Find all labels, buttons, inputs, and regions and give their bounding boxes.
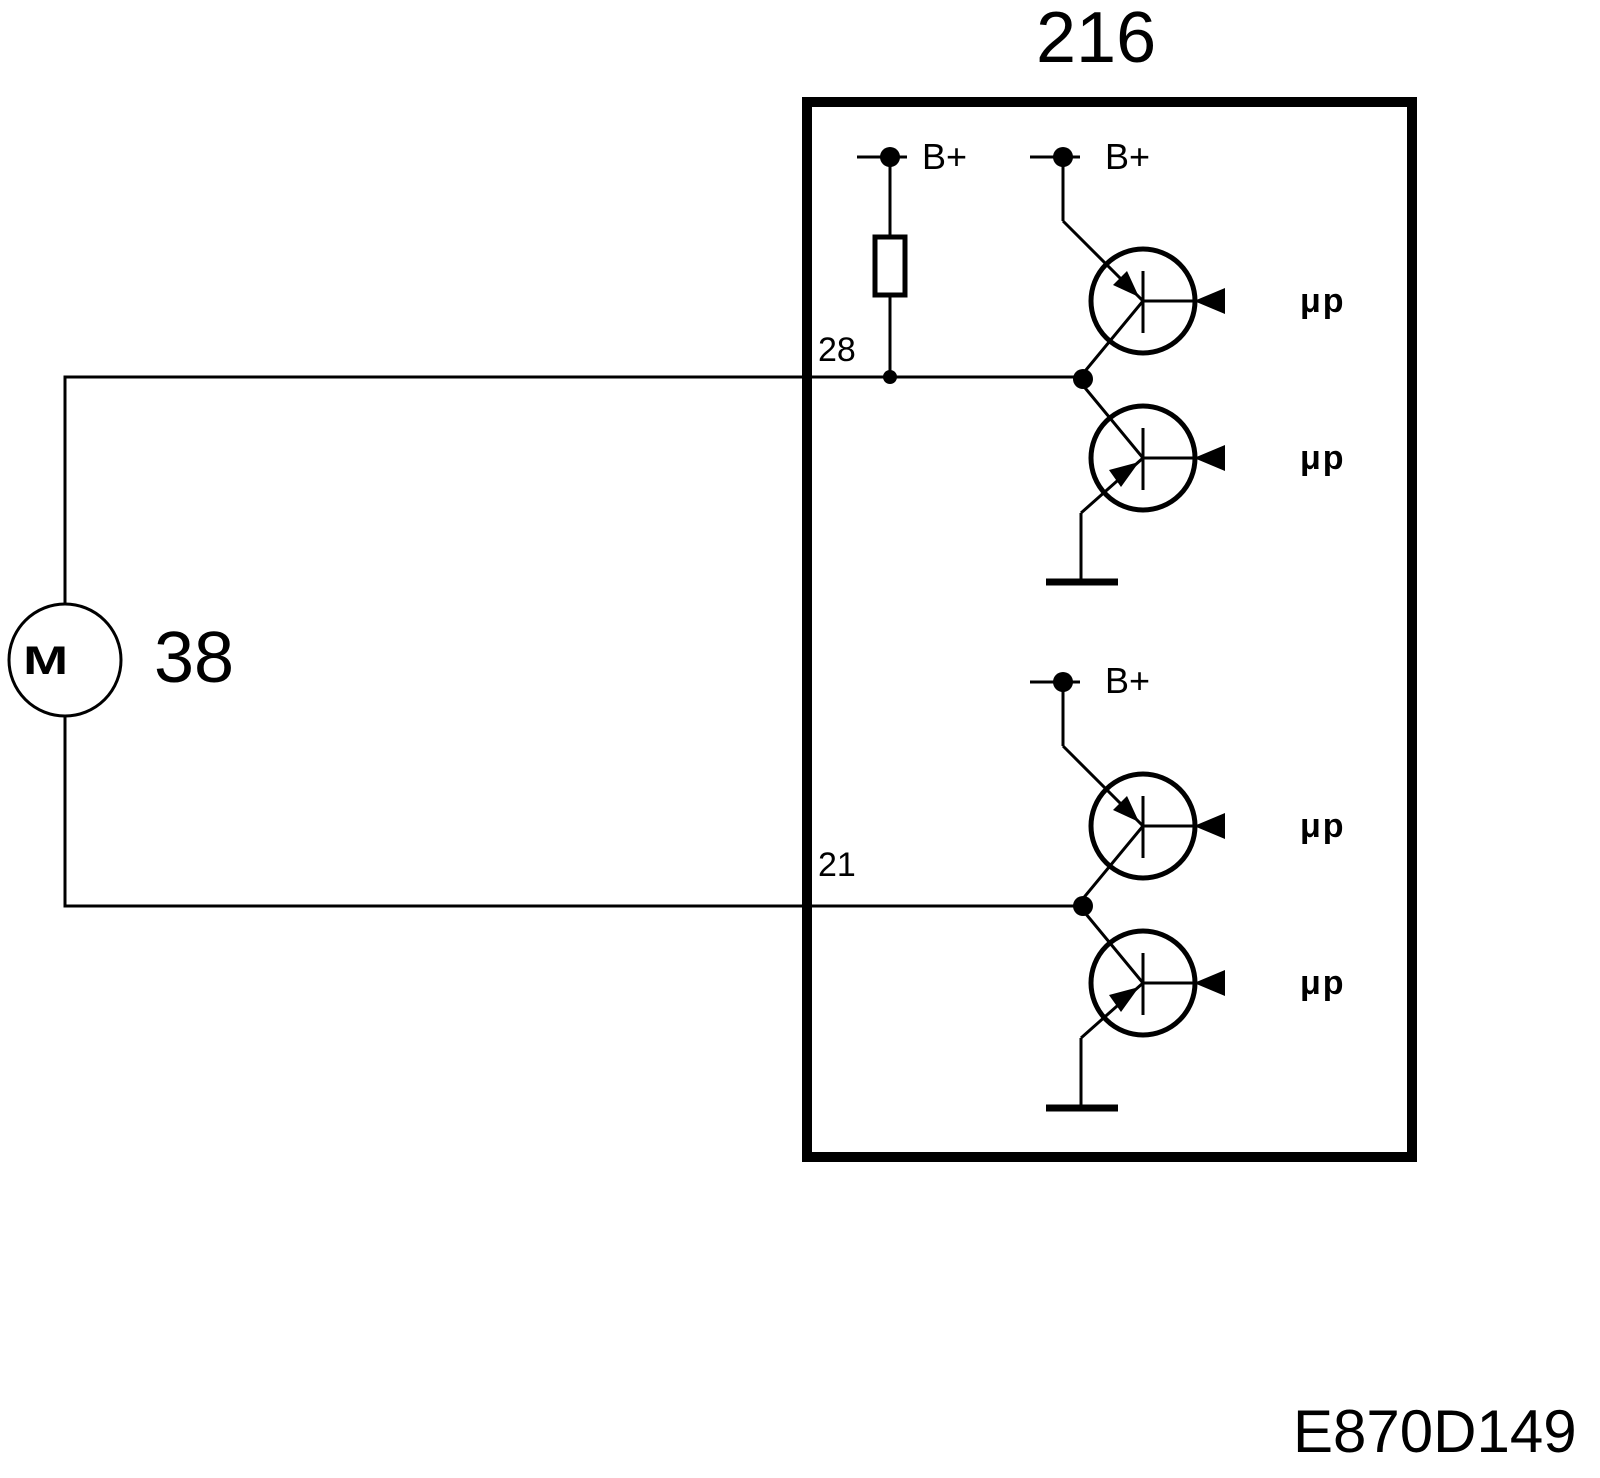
module-label: 216 (1036, 0, 1157, 78)
node-junction-upper (1073, 369, 1093, 389)
transistor-1 (1063, 221, 1225, 376)
motor-symbol (7, 602, 123, 718)
wire-top (63, 375, 1083, 605)
motor-label: 38 (154, 618, 235, 698)
supply-label-1: B+ (922, 136, 968, 177)
control-label-2: μp (1300, 439, 1346, 477)
node-junction-lower (1073, 896, 1093, 916)
transistor-4 (1081, 908, 1225, 1038)
module-box (802, 97, 1417, 1162)
motor-letter: M (23, 639, 69, 683)
wire-bottom (63, 717, 1083, 908)
pin-label-28: 28 (818, 331, 856, 369)
transistor-3 (1063, 746, 1225, 901)
supply-label-2: B+ (1105, 136, 1151, 177)
control-label-4: μp (1300, 964, 1346, 1002)
supply-label-3: B+ (1105, 660, 1151, 701)
pin-label-21: 21 (818, 846, 856, 884)
figure-code: E870D149 (1293, 1398, 1577, 1465)
control-label-3: μp (1300, 807, 1346, 845)
control-label-1: μp (1300, 282, 1346, 320)
transistor-2 (1081, 383, 1225, 513)
resistor (872, 234, 908, 298)
node-pin-28 (883, 370, 897, 384)
